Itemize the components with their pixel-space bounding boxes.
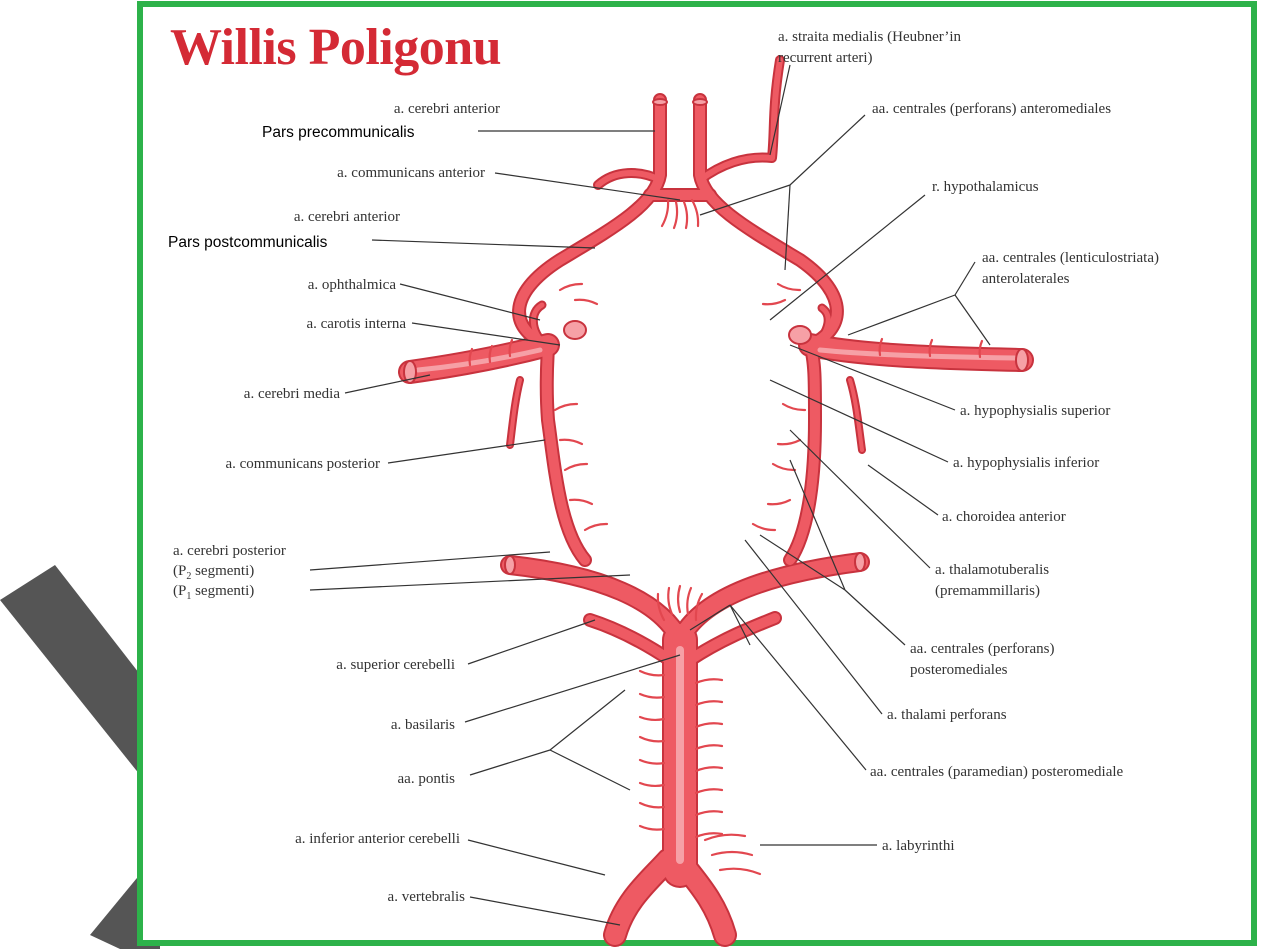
label-communicans-anterior: a. communicans anterior — [270, 164, 485, 182]
aca-end-left — [653, 99, 667, 105]
leader-inferior-anterior-cerebelli — [468, 840, 605, 875]
pontine-branch-left-14 — [640, 826, 664, 830]
label-lenticulostriata-1: aa. centrales (lenticulostriata) — [982, 249, 1159, 267]
leader-lenticulostriata-3 — [955, 295, 990, 345]
labyrinthine-branch-0 — [705, 835, 745, 840]
label-cerebri-posterior: a. cerebri posterior — [173, 542, 286, 560]
pontine-branch-left-12 — [640, 803, 664, 807]
label-cerebri-anterior-1: a. cerebri anterior — [330, 100, 500, 118]
label-cerebri-media: a. cerebri media — [190, 385, 340, 403]
acom-perforator-0 — [662, 200, 668, 226]
label-hypothalamicus: r. hypothalamicus — [932, 178, 1039, 196]
label-hypophysialis-superior: a. hypophysialis superior — [960, 402, 1110, 420]
label-p1-segmenti: (P1 segmenti) — [173, 582, 254, 606]
pca-end-right — [855, 553, 865, 571]
label-straita-medialis-1: a. straita medialis (Heubner’in — [778, 28, 961, 46]
labyrinthine-branch-1 — [712, 852, 752, 855]
label-cerebri-anterior-2: a. cerebri anterior — [230, 208, 400, 226]
pontine-branch-left-2 — [640, 694, 664, 698]
leader-posteromediales-1 — [845, 590, 905, 645]
label-thalamotuberalis-2: (premammillaris) — [935, 582, 1040, 600]
leader-superior-cerebelli — [468, 620, 595, 664]
leader-communicans-posterior — [388, 440, 545, 463]
ring-branch-right-5 — [768, 500, 790, 504]
label-hypophysialis-inferior: a. hypophysialis inferior — [953, 454, 1099, 472]
label-pontis: aa. pontis — [340, 770, 455, 788]
leader-lenticulostriata-1 — [955, 262, 975, 295]
pontine-branch-right-5 — [696, 723, 722, 727]
ring-branch-left-5 — [570, 500, 592, 504]
leader-pars-postcommunicalis — [372, 240, 595, 248]
vessel-outlines — [410, 60, 1022, 935]
mca-end-right — [1016, 349, 1028, 371]
leader-pontis-3 — [550, 750, 630, 790]
label-communicans-posterior: a. communicans posterior — [150, 455, 380, 473]
leader-pontis-1 — [470, 750, 550, 775]
label-straita-medialis-2: recurrent arteri) — [778, 49, 873, 67]
pontine-branch-right-9 — [696, 767, 722, 771]
label-ophthalmica: a. ophthalmica — [250, 276, 396, 294]
label-lenticulostriata-2: anterolaterales — [982, 270, 1069, 288]
label-superior-cerebelli: a. superior cerebelli — [250, 656, 455, 674]
label-pars-postcommunicalis: Pars postcommunicalis — [168, 234, 327, 252]
label-thalamotuberalis-1: a. thalamotuberalis — [935, 561, 1049, 579]
acom-perforator-3 — [692, 200, 698, 226]
leader-lenticulostriata-2 — [848, 295, 955, 335]
leader-pontis-2 — [550, 690, 625, 750]
carotid-end-left — [564, 321, 586, 339]
label-thalami-perforans: a. thalami perforans — [887, 706, 1007, 724]
label-inferior-anterior-cerebelli: a. inferior anterior cerebelli — [210, 830, 460, 848]
label-pars-precommunicalis: Pars precommunicalis — [262, 124, 414, 142]
ring-branch-left-4 — [565, 464, 587, 470]
leader-vertebralis — [470, 897, 620, 925]
carotid-end-right — [789, 326, 811, 344]
pontine-branch-left-0 — [640, 671, 664, 675]
leader-basilaris — [465, 655, 680, 722]
acom-perforator-1 — [674, 202, 677, 228]
diagram-title: Willis Poligonu — [170, 18, 501, 77]
pontine-branch-left-6 — [640, 737, 664, 741]
label-choroidea-anterior: a. choroidea anterior — [942, 508, 1066, 526]
ring-branch-right-0 — [778, 284, 800, 290]
aca-end-right — [693, 99, 707, 105]
ring-branch-left-2 — [555, 404, 577, 410]
pontine-branch-right-3 — [696, 701, 722, 705]
acom-perforator-2 — [684, 202, 687, 228]
leader-cerebri-media — [345, 375, 430, 393]
pca-end-left — [505, 556, 515, 574]
pontine-branch-left-8 — [640, 760, 664, 764]
ring-branch-left-6 — [585, 524, 607, 530]
basilar-tip-perforator-2 — [678, 586, 680, 612]
pontine-branch-right-11 — [696, 789, 722, 793]
pontine-branch-left-10 — [640, 783, 664, 786]
pontine-branch-right-13 — [696, 811, 722, 815]
ring-branch-left-1 — [575, 300, 597, 304]
pontine-branch-right-1 — [696, 679, 722, 683]
vessel-fills — [410, 60, 1022, 935]
ring-branch-right-2 — [783, 404, 805, 410]
pontine-branch-right-7 — [696, 745, 722, 749]
leader-anteromediales-1 — [790, 115, 865, 185]
leader-choroidea-anterior — [868, 465, 938, 515]
label-centrales-posteromediales-2: posteromediales — [910, 661, 1007, 679]
labyrinthine-branch-2 — [720, 869, 760, 874]
label-paramedian: aa. centrales (paramedian) posteromedial… — [870, 763, 1123, 781]
ring-branch-left-0 — [560, 284, 582, 290]
pontine-branch-left-4 — [640, 717, 664, 720]
ring-branch-right-1 — [763, 300, 785, 304]
label-centrales-anteromediales: aa. centrales (perforans) anteromediales — [872, 100, 1111, 118]
leader-paramedian-1 — [730, 605, 866, 770]
label-carotis-interna: a. carotis interna — [250, 315, 406, 333]
label-centrales-posteromediales-1: aa. centrales (perforans) — [910, 640, 1055, 658]
ring-branch-left-3 — [560, 440, 582, 444]
label-labyrinthi: a. labyrinthi — [882, 837, 954, 855]
label-vertebralis: a. vertebralis — [320, 888, 465, 906]
ring-branch-right-6 — [753, 524, 775, 530]
label-basilaris: a. basilaris — [330, 716, 455, 734]
ring-branch-right-3 — [778, 440, 800, 444]
